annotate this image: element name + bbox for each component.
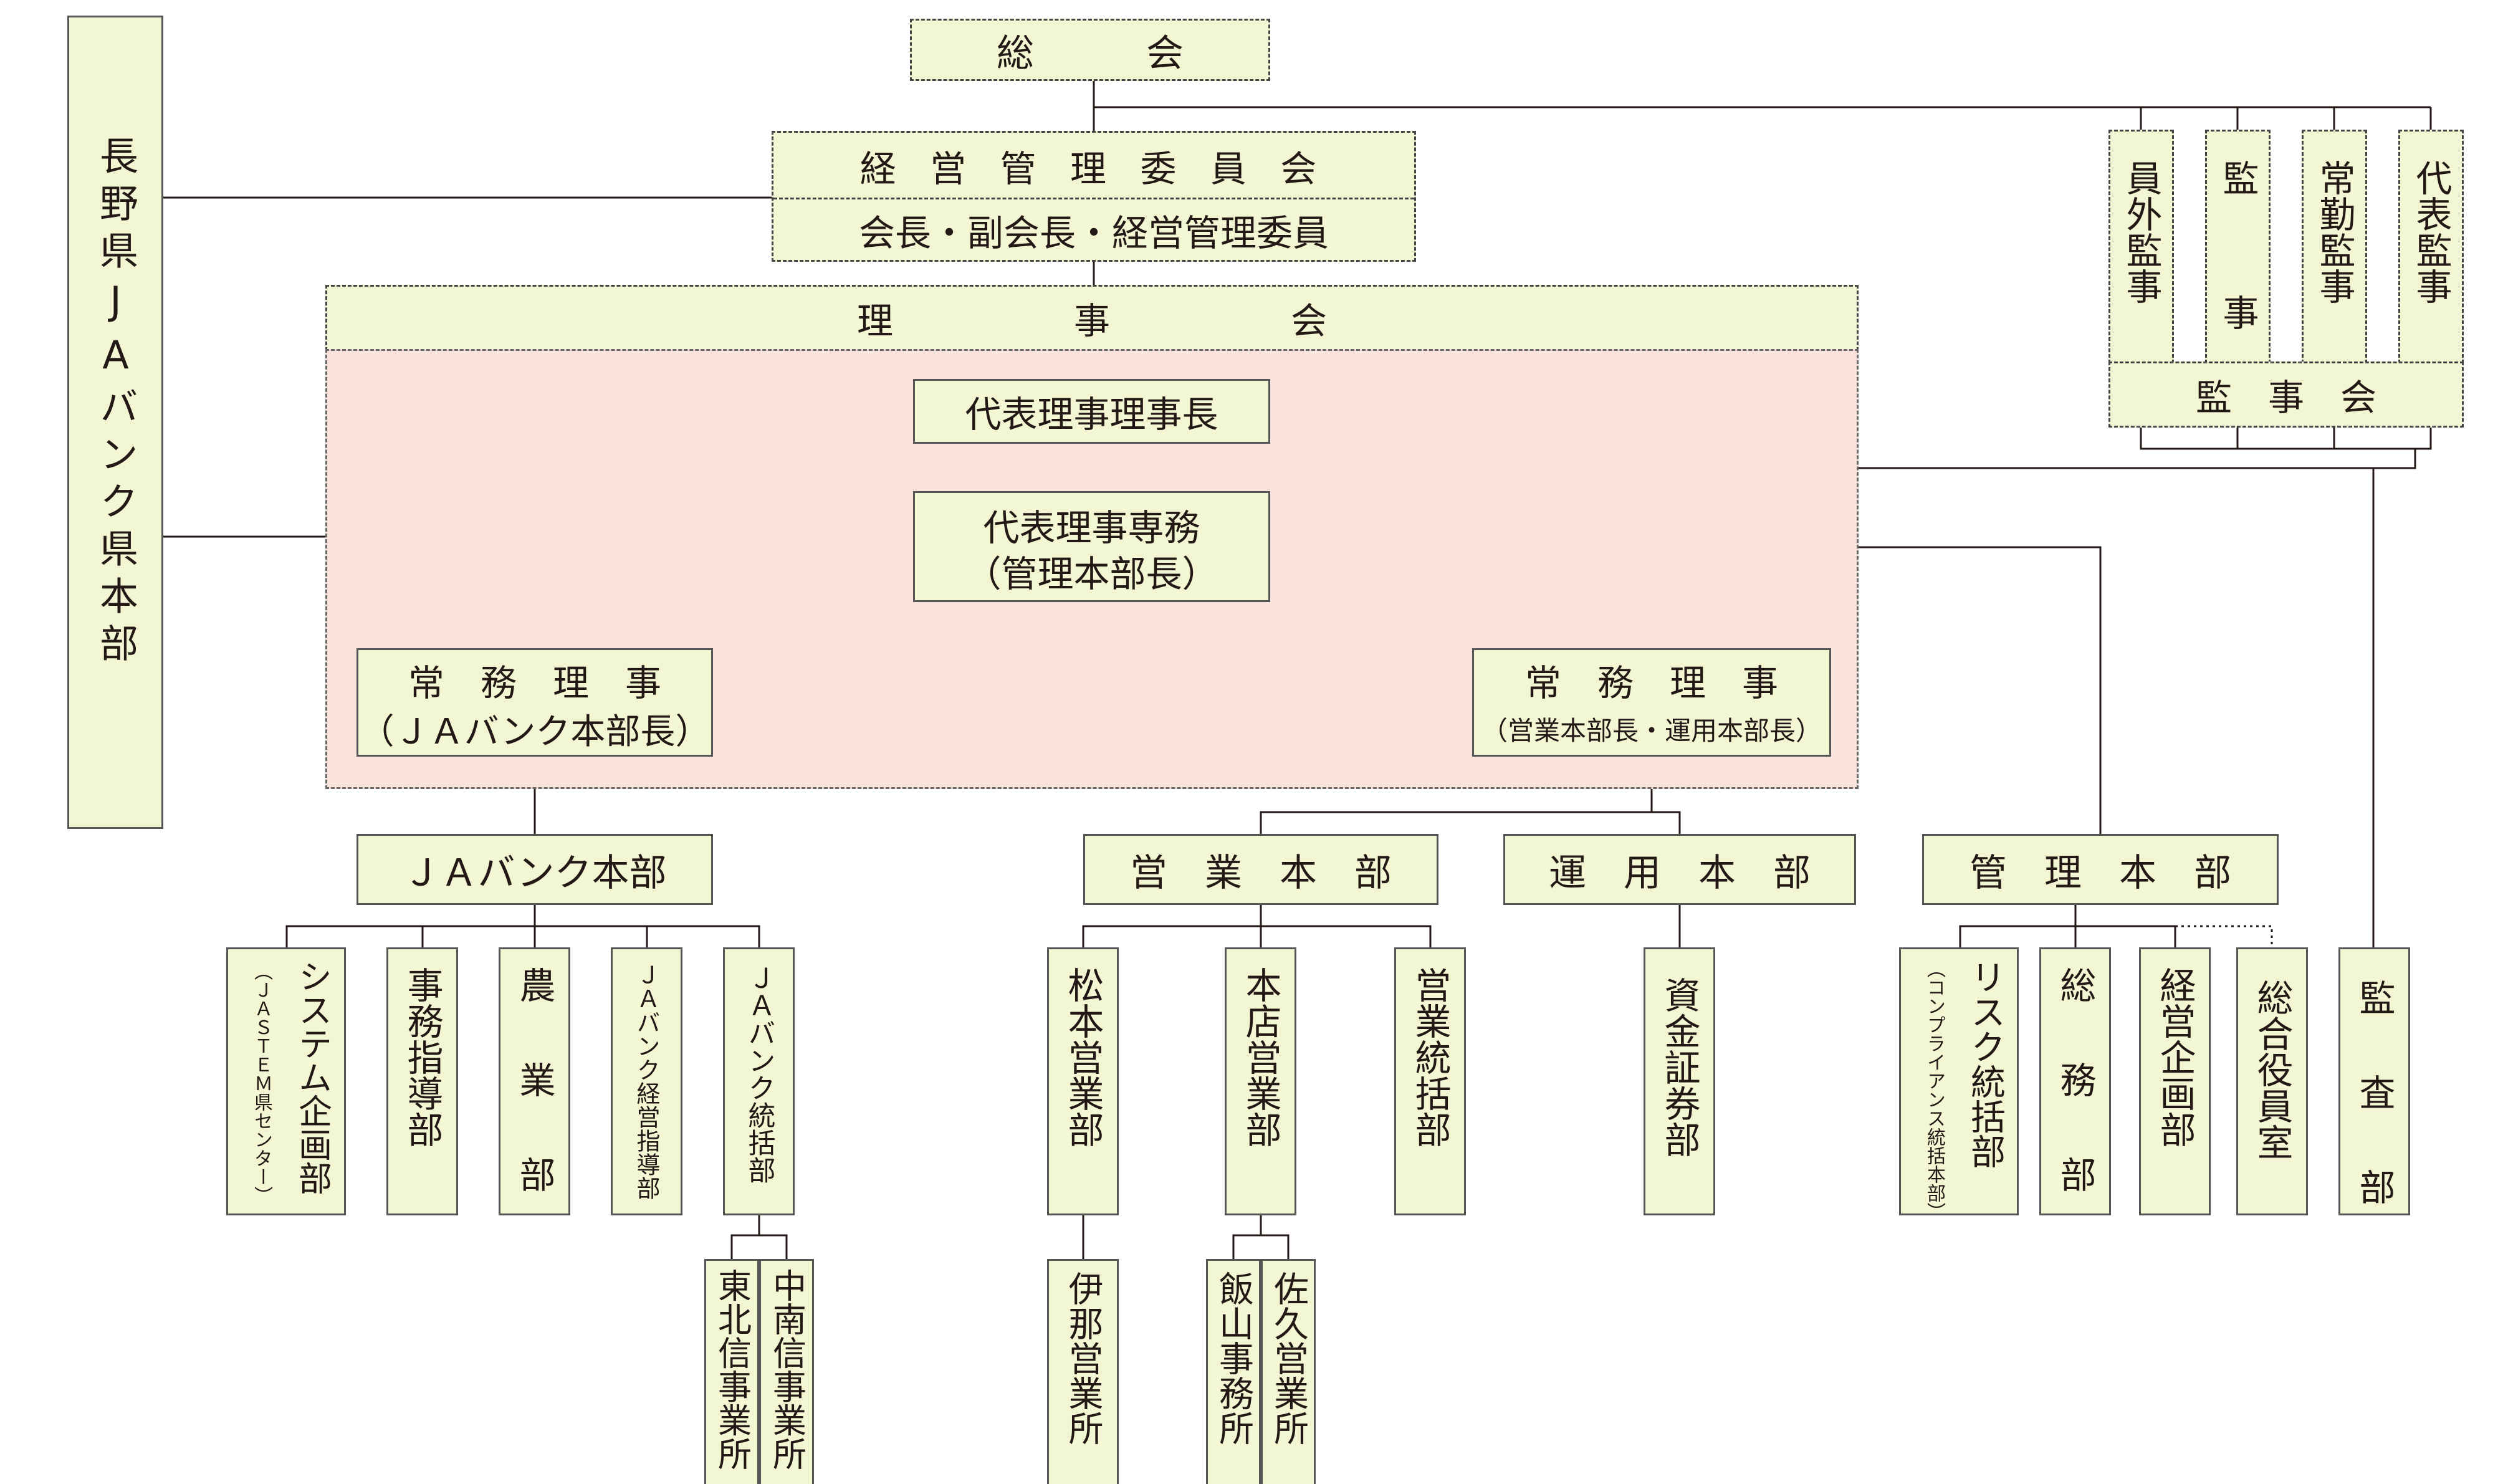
guidance-dept-label: 事務指導部 [401, 967, 444, 1147]
general-meeting-label: 総 会 [997, 31, 1184, 75]
general-meeting-box: 総 会 [910, 19, 1270, 81]
exec-director-left-box: 常 務 理 事 （ＪＡバンク本部長） [357, 648, 713, 757]
mgmt-committee-box: 経 営 管 理 委 員 会 会長・副会長・経営管理委員 [772, 131, 1416, 262]
exec-director-right-sub: （営業本部長・運用本部長） [1481, 715, 1822, 746]
exec-director-left-title: 常 務 理 事 [408, 662, 661, 704]
jabank-mgmt-dept-label: ＪＡバンク経営指導部 [633, 963, 660, 1200]
operations-hq-label: 運 用 本 部 [1549, 851, 1811, 895]
president-box: 代表理事理事長 [913, 379, 1270, 444]
secretariat-box: 総合役員室 [2236, 947, 2308, 1215]
risk-dept-label: リスク統括部 [1965, 959, 2006, 1169]
tohokushin-office-label: 東北信事業所 [712, 1268, 752, 1470]
saku-office-label: 佐久営業所 [1268, 1271, 1309, 1445]
representative-auditor-label: 代表監事 [2410, 160, 2453, 304]
sales-control-dept-box: 営業統括部 [1394, 947, 1466, 1215]
external-auditor-box: 員外監事 [2108, 130, 2174, 363]
agriculture-dept-label: 農 業 部 [513, 967, 556, 1204]
audit-board-label: 監 事 会 [2195, 376, 2376, 419]
prefectural-hq-label: 長野県JAバンク県本部 [93, 136, 138, 671]
fulltime-auditor-box: 常勤監事 [2302, 130, 2367, 363]
general-affairs-dept-label: 総 務 部 [2054, 967, 2097, 1204]
risk-dept-box: リスク統括部 （コンプライアンス統括本部） [1899, 947, 2019, 1221]
jabank-control-dept-label: ＪＡバンク統括部 [743, 964, 775, 1184]
external-auditor-label: 員外監事 [2120, 160, 2163, 304]
audit-dept-label: 監 査 部 [2353, 979, 2396, 1216]
president-label: 代表理事理事長 [965, 393, 1218, 436]
risk-dept-sub: （コンプライアンス統括本部） [1923, 959, 1945, 1221]
jabank-control-dept-box: ＪＡバンク統括部 [723, 947, 795, 1215]
exec-director-right-title: 常 務 理 事 [1524, 662, 1778, 704]
ina-office-label: 伊那営業所 [1063, 1271, 1103, 1445]
ina-office-box: 伊那営業所 [1047, 1259, 1119, 1484]
chunanshin-office-box: 中南信事業所 [759, 1259, 814, 1484]
iiyama-office-box: 飯山事務所 [1206, 1259, 1261, 1484]
business-hq-label: 営 業 本 部 [1130, 851, 1392, 895]
securities-dept-box: 資金証券部 [1644, 947, 1715, 1215]
audit-board-box: 監 事 会 [2108, 361, 2464, 428]
prefectural-hq-panel: 長野県JAバンク県本部 [67, 16, 163, 829]
mgmt-committee-title: 経 営 管 理 委 員 会 [859, 147, 1328, 190]
auditor-box: 監 事 [2205, 130, 2271, 363]
mgmt-committee-members: 会長・副会長・経営管理委員 [858, 211, 1329, 254]
planning-dept-box: 経営企画部 [2139, 947, 2211, 1215]
exec-director-left-sub: （ＪＡバンク本部長） [359, 711, 711, 752]
securities-dept-label: 資金証券部 [1658, 977, 1701, 1157]
matsumoto-branch-label: 松本営業部 [1061, 967, 1104, 1147]
fulltime-auditor-label: 常勤監事 [2313, 160, 2356, 304]
iiyama-office-label: 飯山事務所 [1213, 1271, 1254, 1445]
board-header: 理 事 会 [325, 285, 1859, 351]
guidance-dept-box: 事務指導部 [386, 947, 458, 1215]
representative-auditor-box: 代表監事 [2398, 130, 2464, 363]
matsumoto-branch-box: 松本営業部 [1047, 947, 1119, 1215]
senior-director-title: 代表理事専務 [983, 507, 1200, 549]
main-branch-label: 本店営業部 [1239, 967, 1282, 1147]
exec-director-right-box: 常 務 理 事 （営業本部長・運用本部長） [1472, 648, 1831, 757]
main-branch-box: 本店営業部 [1225, 947, 1296, 1215]
auditor-label: 監 事 [2216, 160, 2259, 361]
ja-bank-hq-label: ＪＡバンク本部 [403, 851, 667, 895]
system-planning-dept-label: システム企画部 [292, 959, 332, 1195]
tohokushin-office-box: 東北信事業所 [704, 1259, 759, 1484]
general-affairs-dept-box: 総 務 部 [2039, 947, 2111, 1215]
saku-office-box: 佐久営業所 [1261, 1259, 1316, 1484]
senior-director-box: 代表理事専務 （管理本部長） [913, 491, 1270, 602]
operations-hq-box: 運 用 本 部 [1503, 834, 1856, 905]
management-hq-label: 管 理 本 部 [1969, 851, 2231, 895]
planning-dept-label: 経営企画部 [2153, 967, 2196, 1147]
system-planning-dept-sub: （ＪＡＳＴＥＭ県センター） [251, 962, 272, 1205]
secretariat-label: 総合役員室 [2251, 979, 2294, 1160]
jabank-mgmt-dept-box: ＪＡバンク経営指導部 [611, 947, 682, 1215]
business-hq-box: 営 業 本 部 [1083, 834, 1438, 905]
agriculture-dept-box: 農 業 部 [499, 947, 570, 1215]
ja-bank-hq-box: ＪＡバンク本部 [357, 834, 713, 905]
audit-dept-box: 監 査 部 [2338, 947, 2410, 1216]
management-hq-box: 管 理 本 部 [1922, 834, 2279, 905]
sales-control-dept-label: 営業統括部 [1409, 967, 1452, 1147]
system-planning-dept-box: システム企画部 （ＪＡＳＴＥＭ県センター） [226, 947, 346, 1215]
senior-director-sub: （管理本部長） [965, 553, 1218, 595]
chunanshin-office-label: 中南信事業所 [767, 1268, 806, 1470]
board-label: 理 事 会 [856, 300, 1327, 342]
